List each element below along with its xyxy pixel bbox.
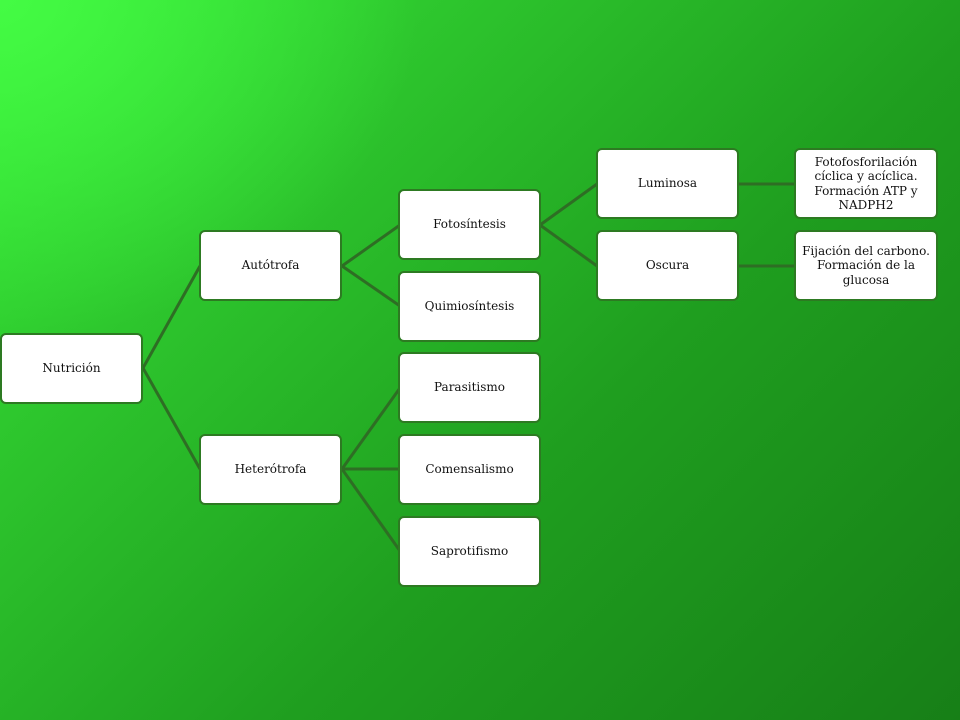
node-luminosa-description: Fotofosforilación cíclica y acíclica. Fo… <box>794 148 938 219</box>
node-quimiosintesis: Quimiosíntesis <box>398 271 541 342</box>
node-comensalismo: Comensalismo <box>398 434 541 505</box>
node-autotrofa: Autótrofa <box>199 230 342 301</box>
connector-heterotrofa-parasitismo <box>340 387 402 470</box>
node-nutricion: Nutrición <box>0 333 143 404</box>
node-parasitismo: Parasitismo <box>398 352 541 423</box>
node-oscura-label: Oscura <box>645 258 690 272</box>
connector-autotrofa-quimiosintesis <box>341 264 401 308</box>
node-heterotrofa-label: Heterótrofa <box>234 462 307 476</box>
node-oscura-description-text: Fijación del carbono. Formación de la gl… <box>802 243 930 287</box>
node-fotosintesis: Fotosíntesis <box>398 189 541 260</box>
node-oscura-description: Fijación del carbono. Formación de la gl… <box>794 230 938 301</box>
connector-fotosintesis-luminosa <box>539 182 598 227</box>
node-oscura: Oscura <box>596 230 739 301</box>
node-saprotifismo: Saprotifismo <box>398 516 541 587</box>
connector-heterotrofa-saprotifismo <box>340 468 402 552</box>
node-comensalismo-label: Comensalismo <box>425 462 514 476</box>
node-parasitismo-label: Parasitismo <box>434 380 505 394</box>
connector-nutricion-heterotrofa <box>141 367 202 470</box>
node-autotrofa-label: Autótrofa <box>241 258 300 272</box>
connector-autotrofa-fotosintesis <box>341 223 401 268</box>
connector-nutricion-autotrofa <box>141 265 202 369</box>
node-quimiosintesis-label: Quimiosíntesis <box>424 299 515 313</box>
node-saprotifismo-label: Saprotifismo <box>430 544 509 558</box>
node-luminosa: Luminosa <box>596 148 739 219</box>
connector-fotosintesis-oscura <box>539 223 598 268</box>
node-heterotrofa: Heterótrofa <box>199 434 342 505</box>
node-fotosintesis-label: Fotosíntesis <box>433 217 506 231</box>
node-nutricion-label: Nutrición <box>42 361 101 375</box>
node-luminosa-label: Luminosa <box>637 176 698 190</box>
node-luminosa-description-text: Fotofosforilación cíclica y acíclica. Fo… <box>814 154 918 212</box>
